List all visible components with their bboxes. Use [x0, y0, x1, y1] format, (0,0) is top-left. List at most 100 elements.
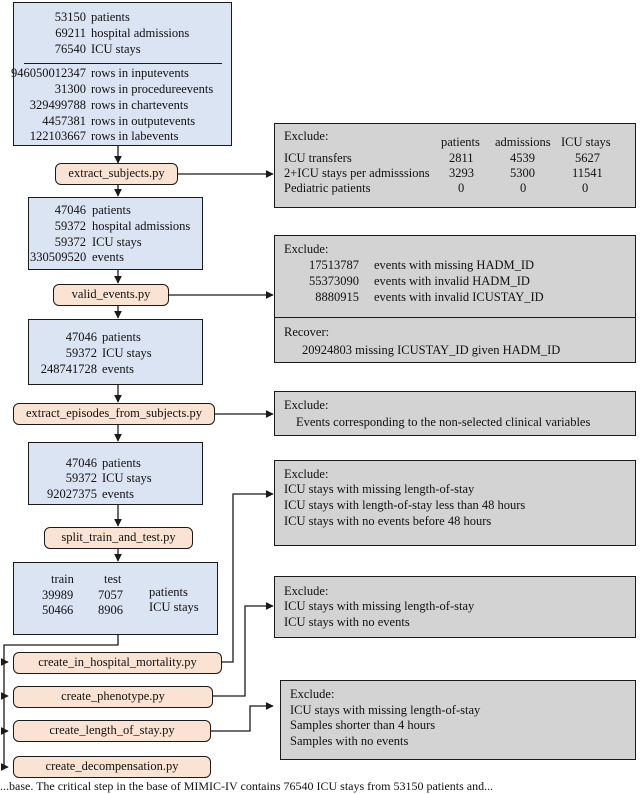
exclude-value: 2811 [449, 151, 474, 165]
test-value: 8906 [98, 603, 123, 617]
exclude-value: 11541 [572, 166, 603, 180]
col-header-patients: patients [441, 135, 480, 149]
count-value: 946050012347 [11, 66, 86, 80]
count-label: ICU stays [91, 42, 141, 56]
col-header-train: train [51, 572, 74, 586]
count-value: 330509520 [30, 250, 87, 264]
count-label: rows in chartevents [91, 98, 189, 112]
script-create-decompensation[interactable]: create_decompensation.py [13, 756, 211, 778]
exclude-reason: ICU stays with no events [284, 615, 410, 629]
count-label: rows in labevents [91, 129, 179, 143]
count-label: rows in procedureevents [91, 82, 214, 96]
count-label: patients [92, 203, 131, 217]
count-value: 47046 [65, 330, 97, 344]
exclude-reason: events with invalid ICUSTAY_ID [374, 290, 544, 304]
count-value: 59372 [65, 346, 97, 360]
exclude-box-subjects [274, 123, 636, 208]
script-create-in-hospital-mortality[interactable]: create_in_hospital_mortality.py [13, 652, 222, 674]
exclude-value: 5300 [510, 166, 535, 180]
count-value: 69211 [55, 26, 86, 40]
test-value: 7057 [98, 588, 123, 602]
count-label: patients [102, 330, 141, 344]
count-value: 53150 [54, 10, 86, 24]
exclude-row-label: 2+ICU stays per admisssions [284, 166, 430, 180]
count-label: rows in inputevents [91, 66, 189, 80]
count-label: patients [91, 10, 130, 24]
exclude-reason: events with invalid HADM_ID [374, 274, 530, 288]
count-label: events [92, 250, 124, 264]
dataset-summary-box [13, 2, 232, 146]
exclude-title: Exclude: [284, 584, 329, 598]
script-split-train-test[interactable]: split_train_and_test.py [44, 527, 193, 549]
subjects-summary-box [28, 197, 203, 270]
exclude-count: 55373090 [309, 274, 359, 288]
count-label: ICU stays [92, 235, 142, 249]
figure-caption: ...base. The critical step in the base o… [0, 779, 494, 793]
count-label: ICU stays [102, 346, 152, 360]
recover-title: Recover: [284, 325, 330, 339]
exclude-value: 3293 [449, 166, 474, 180]
box-divider [275, 317, 635, 318]
count-value: 59372 [65, 471, 97, 485]
count-label: patients [102, 456, 141, 470]
count-label: ICU stays [102, 471, 152, 485]
exclude-row-label: ICU transfers [284, 151, 352, 165]
exclude-reason: ICU stays with length-of-stay less than … [284, 498, 526, 512]
script-create-length-of-stay[interactable]: create_length_of_stay.py [13, 720, 211, 742]
exclude-count: 8880915 [315, 290, 359, 304]
exclude-value: 4539 [510, 151, 535, 165]
count-value: 76540 [54, 42, 86, 56]
exclude-title: Exclude: [284, 242, 329, 256]
exclude-title: Exclude: [284, 467, 329, 481]
count-value: 31300 [54, 82, 86, 96]
count-value: 47046 [65, 456, 97, 470]
count-value: 329499788 [29, 98, 86, 112]
exclude-box-events [274, 235, 636, 363]
exclude-reason: ICU stays with no events before 48 hours [284, 514, 492, 528]
exclude-reason: Samples shorter than 4 hours [290, 718, 436, 732]
exclude-box-length-decomp [280, 680, 636, 760]
exclude-reason: Samples with no events [290, 734, 409, 748]
count-label: hospital admissions [92, 219, 191, 233]
train-value: 39989 [42, 588, 74, 602]
episodes-summary-box [28, 442, 203, 505]
recover-text: 20924803 missing ICUSTAY_ID given HADM_I… [302, 343, 561, 357]
train-value: 50466 [42, 603, 74, 617]
exclude-title: Exclude: [284, 398, 329, 412]
count-label: hospital admissions [91, 26, 190, 40]
exclude-reason: ICU stays with missing length-of-stay [290, 703, 481, 717]
col-header-test: test [104, 572, 122, 586]
exclude-reason: events with missing HADM_ID [374, 258, 535, 272]
valid-events-summary-box [28, 319, 203, 385]
script-extract-episodes[interactable]: extract_episodes_from_subjects.py [13, 403, 215, 425]
count-label: patients [149, 585, 188, 599]
exclude-count: 17513787 [309, 258, 359, 272]
count-value: 59372 [54, 219, 86, 233]
count-value: 47046 [54, 203, 86, 217]
exclude-value: 0 [582, 181, 589, 195]
train-test-summary-box [13, 562, 218, 635]
count-value: 248741728 [40, 362, 97, 376]
box-divider [24, 63, 222, 64]
exclude-value: 0 [458, 181, 465, 195]
script-create-phenotype[interactable]: create_phenotype.py [13, 686, 213, 708]
count-value: 59372 [54, 235, 86, 249]
exclude-reason: ICU stays with missing length-of-stay [284, 599, 475, 613]
script-extract-subjects[interactable]: extract_subjects.py [55, 163, 178, 185]
count-label: events [102, 362, 134, 376]
count-label: ICU stays [149, 600, 199, 614]
count-label: rows in outputevents [91, 114, 196, 128]
exclude-title: Exclude: [290, 687, 335, 701]
exclude-reason: ICU stays with missing length-of-stay [284, 482, 475, 496]
exclude-value: 5627 [575, 151, 600, 165]
count-value: 122103667 [29, 129, 86, 143]
count-value: 92027375 [47, 487, 97, 501]
col-header-admissions: admissions [495, 135, 551, 149]
count-value: 4457381 [42, 114, 86, 128]
script-valid-events[interactable]: valid_events.py [53, 284, 169, 306]
exclude-box-mortality [274, 460, 636, 546]
exclude-row-label: Pediatric patients [284, 181, 371, 195]
exclude-value: 0 [520, 181, 527, 195]
col-header-icu-stays: ICU stays [561, 135, 611, 149]
